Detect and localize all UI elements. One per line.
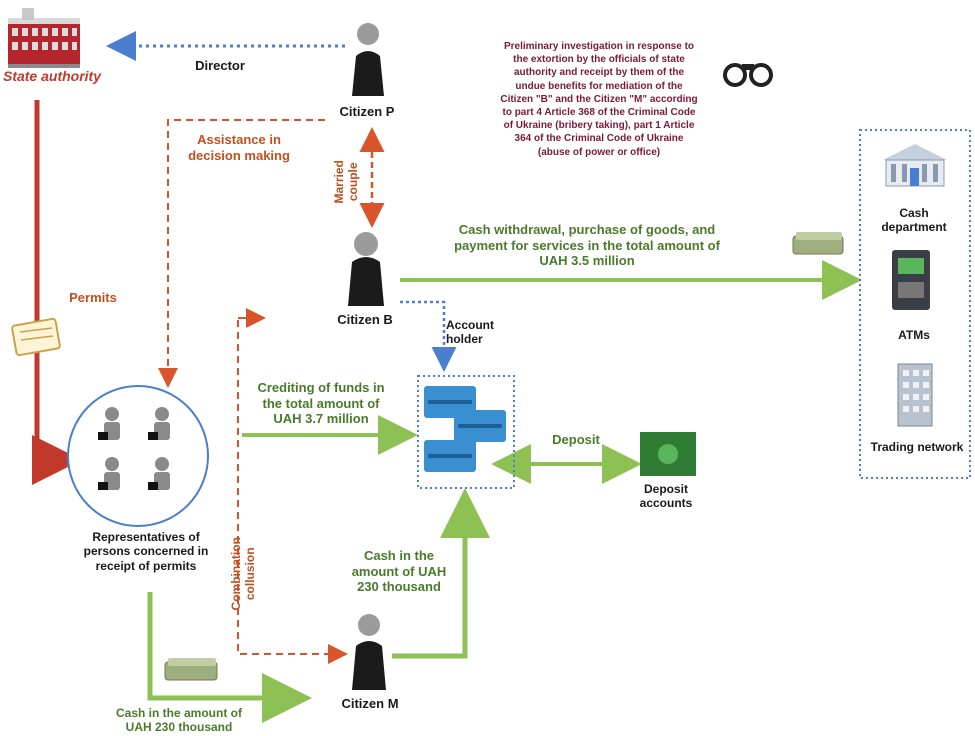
binoculars-icon (723, 63, 773, 87)
representatives-group-icon (67, 385, 209, 527)
assistance-line (158, 119, 325, 388)
bank-cards-box (417, 375, 515, 489)
money-stack-bottom-icon (164, 658, 218, 681)
trading-building-icon (897, 363, 933, 427)
atms-label: ATMs (898, 328, 930, 342)
citizen-m-label: Citizen M (341, 696, 399, 711)
trading-network-label: Trading network (870, 440, 964, 454)
account-holder-line (400, 300, 457, 372)
money-stack-icon (792, 232, 844, 255)
atm-icon (892, 250, 930, 310)
deposit-label: Deposit (552, 432, 600, 447)
state-authority-building-icon (8, 8, 80, 68)
citizen-b-label: Citizen B (337, 312, 393, 327)
citizen-p-person-icon (352, 23, 384, 96)
citizen-m-person-icon (352, 614, 386, 690)
bank-building-icon (883, 144, 947, 187)
merchant-box (859, 129, 971, 479)
state-authority-label: State authority (2, 68, 101, 84)
permits-flow-line (32, 100, 82, 485)
investigation-note: Preliminary investigation in response to… (500, 41, 698, 158)
collusion-line (237, 308, 348, 664)
permits-label: Permits (69, 290, 117, 305)
citizen-b-person-icon (348, 232, 384, 306)
director-label: Director (195, 58, 245, 73)
citizen-p-label: Citizen P (339, 104, 395, 119)
permits-document-icon (11, 317, 61, 357)
deposit-money-icon (640, 432, 696, 476)
cash-to-citizen-m-line (147, 592, 312, 723)
cash-to-cards-line (392, 488, 490, 659)
